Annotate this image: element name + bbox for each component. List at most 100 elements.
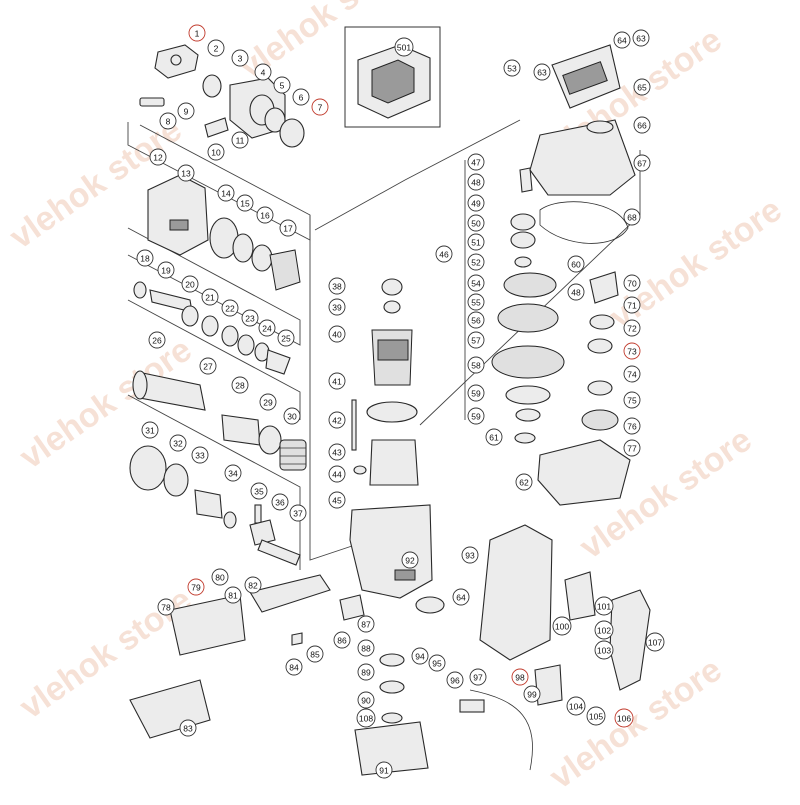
piston-assembly	[129, 445, 301, 566]
callout-number: 6	[299, 93, 304, 103]
callout-number: 56	[471, 316, 481, 326]
callout-circle	[614, 708, 634, 728]
part-callout-16: 16	[256, 206, 274, 224]
callout-number: 82	[248, 581, 258, 591]
callout-number: 67	[637, 159, 647, 169]
callout-number: 98	[515, 673, 525, 683]
part-callout-91: 91	[375, 761, 393, 779]
callout-number: 40	[332, 330, 342, 340]
callout-number: 27	[203, 362, 213, 372]
part-callout-55: 55	[467, 293, 485, 311]
part-callout-47: 47	[467, 153, 485, 171]
callout-number: 97	[473, 673, 483, 683]
callout-circle	[177, 102, 195, 120]
callout-number: 39	[332, 303, 342, 313]
part-callout-63: 63	[533, 63, 551, 81]
callout-number: 92	[405, 556, 415, 566]
part-callout-30: 30	[283, 407, 301, 425]
callout-circle	[207, 143, 225, 161]
part-callout-1: 1	[188, 24, 206, 42]
callout-number: 80	[215, 573, 225, 583]
callout-circle	[289, 504, 307, 522]
callout-circle	[452, 588, 470, 606]
callout-circle	[283, 407, 301, 425]
part-callout-48: 48	[467, 173, 485, 191]
callout-circle	[623, 319, 641, 337]
part-callout-2: 2	[207, 39, 225, 57]
callout-circle	[467, 194, 485, 212]
callout-number: 72	[627, 324, 637, 334]
part-callout-51: 51	[467, 233, 485, 251]
callout-number: 73	[627, 347, 637, 357]
part-callout-13: 13	[177, 164, 195, 182]
callout-circle	[467, 153, 485, 171]
callout-circle	[328, 465, 346, 483]
callout-number: 50	[471, 219, 481, 229]
part-callout-76: 76	[623, 417, 641, 435]
callout-number: 11	[236, 136, 245, 146]
callout-number: 49	[471, 199, 481, 209]
callout-circle	[236, 194, 254, 212]
callout-circle	[533, 63, 551, 81]
callout-number: 87	[361, 620, 371, 630]
callout-circle	[594, 640, 614, 660]
part-callout-28: 28	[231, 376, 249, 394]
callout-number: 99	[527, 690, 537, 700]
part-callout-3: 3	[231, 49, 249, 67]
callout-circle	[306, 645, 324, 663]
callout-circle	[623, 417, 641, 435]
callout-number: 8	[166, 117, 171, 127]
part-callout-94: 94	[411, 647, 429, 665]
callout-circle	[633, 116, 651, 134]
callout-circle	[231, 131, 249, 149]
callout-circle	[177, 164, 195, 182]
callout-circle	[567, 255, 585, 273]
part-callout-18: 18	[136, 249, 154, 267]
callout-circle	[328, 372, 346, 390]
callout-number: 52	[471, 258, 481, 268]
callout-number: 106	[617, 714, 631, 724]
callout-circle	[623, 439, 641, 457]
part-callout-22: 22	[221, 299, 239, 317]
callout-number: 58	[471, 361, 481, 371]
part-callout-44: 44	[328, 465, 346, 483]
callout-number: 96	[450, 676, 460, 686]
part-callout-68: 68	[623, 208, 641, 226]
part-callout-83: 83	[179, 719, 197, 737]
callout-number: 7	[318, 103, 323, 113]
callout-number: 61	[489, 433, 499, 443]
callout-number: 48	[471, 178, 481, 188]
callout-number: 68	[627, 213, 637, 223]
part-callout-77: 77	[623, 439, 641, 457]
callout-circle	[256, 206, 274, 224]
callout-circle	[188, 24, 206, 42]
part-callout-42: 42	[328, 411, 346, 429]
callout-circle	[241, 309, 259, 327]
callout-circle	[623, 391, 641, 409]
callout-number: 3	[238, 54, 243, 64]
cylinder-assembly	[132, 370, 307, 471]
part-callout-4: 4	[254, 63, 272, 81]
callout-circle	[394, 37, 414, 57]
part-callout-100: 100	[552, 616, 572, 636]
part-callout-90: 90	[357, 691, 375, 709]
callout-circle	[224, 586, 242, 604]
callout-circle	[523, 685, 541, 703]
part-callout-54: 54	[467, 274, 485, 292]
callout-number: 74	[627, 370, 637, 380]
callout-circle	[356, 708, 376, 728]
callout-circle	[469, 668, 487, 686]
callout-number: 14	[221, 189, 231, 199]
callout-circle	[254, 63, 272, 81]
side-handle-assembly	[129, 574, 429, 776]
callout-number: 15	[240, 199, 250, 209]
callout-circle	[623, 365, 641, 383]
callout-number: 107	[648, 638, 662, 648]
callout-number: 94	[415, 652, 425, 662]
callout-circle	[586, 706, 606, 726]
part-callout-32: 32	[169, 434, 187, 452]
callout-circle	[467, 356, 485, 374]
part-callout-85: 85	[306, 645, 324, 663]
callout-circle	[333, 631, 351, 649]
part-callout-87: 87	[357, 615, 375, 633]
